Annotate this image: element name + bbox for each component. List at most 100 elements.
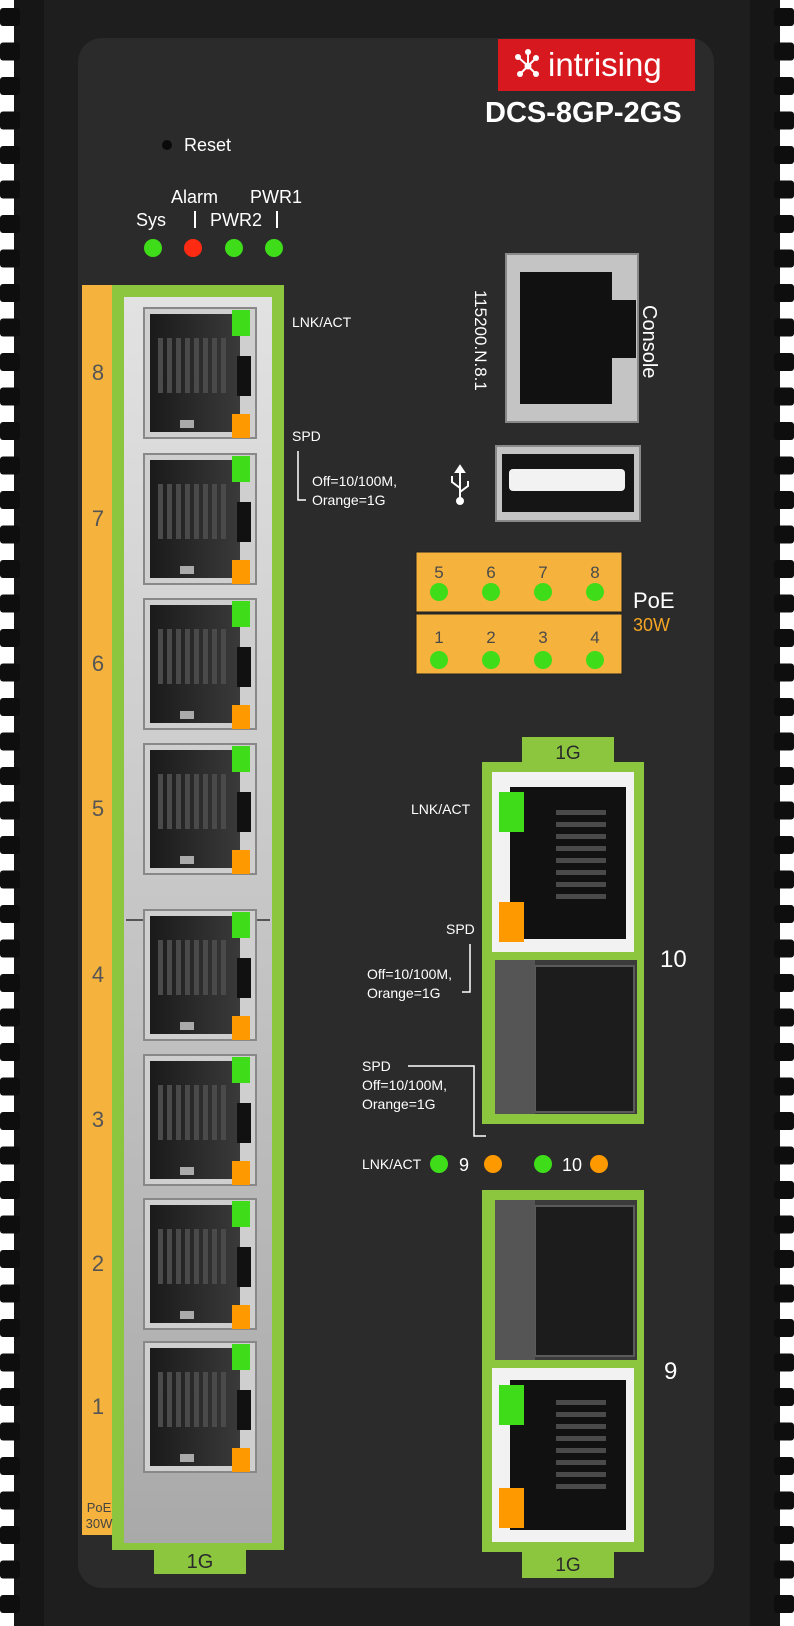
fin <box>774 698 794 716</box>
fin <box>0 1353 20 1372</box>
poe-port-number: 7 <box>538 563 547 582</box>
spd-led <box>232 560 250 584</box>
heatsink-fins-left <box>0 8 20 1613</box>
sys-led <box>144 239 162 257</box>
console-label: Console <box>638 305 660 378</box>
lnk-act-led <box>232 601 250 627</box>
fin <box>774 249 794 268</box>
fin <box>0 905 20 923</box>
lnk-act-led <box>232 1344 250 1370</box>
poe-strip <box>82 285 114 1535</box>
reset-button[interactable] <box>162 140 172 150</box>
rj45-spd-label: SPD <box>292 428 321 444</box>
combo10-speed: 1G <box>555 743 580 764</box>
fin <box>0 1043 20 1061</box>
fin <box>0 284 20 302</box>
spd-led <box>232 1016 250 1040</box>
fin <box>774 1353 794 1372</box>
poe-port-number: 3 <box>538 628 547 647</box>
port-number-7: 7 <box>92 506 104 531</box>
fin <box>0 42 20 61</box>
fin <box>774 905 794 923</box>
poe-led-6 <box>482 583 500 601</box>
fin <box>774 456 794 475</box>
fin <box>774 767 794 785</box>
port-number-4: 4 <box>92 962 104 987</box>
fin <box>774 663 794 682</box>
fin <box>0 1284 20 1303</box>
sfp10-spd-led <box>590 1155 608 1173</box>
combo9-number: 9 <box>664 1358 677 1385</box>
fin <box>774 974 794 992</box>
poe-led-3 <box>534 651 552 669</box>
rj45-lnk-act-label: LNK/ACT <box>292 314 352 330</box>
fin <box>774 353 794 371</box>
spd-led <box>232 1305 250 1329</box>
poe-led-4 <box>586 651 604 669</box>
poe-port-number: 2 <box>486 628 495 647</box>
fin <box>0 422 20 440</box>
fin <box>0 353 20 371</box>
fin <box>0 1526 20 1544</box>
fin <box>0 1112 20 1130</box>
fin <box>774 629 794 647</box>
alarm-led-label: Alarm <box>171 187 218 207</box>
fin <box>0 1388 20 1406</box>
combo10-spd-note-1: Off=10/100M, <box>367 966 452 982</box>
fin <box>0 801 20 820</box>
combo10-lnk-led <box>499 792 524 832</box>
heatsink-fins-right <box>774 8 794 1613</box>
console-baud: 115200.N.8.1 <box>471 290 490 391</box>
fin <box>0 594 20 613</box>
fin <box>774 111 794 130</box>
pwr2-led <box>225 239 243 257</box>
rj45-port-5[interactable] <box>143 743 257 875</box>
fin <box>774 836 794 854</box>
fin <box>0 491 20 509</box>
lnk-act-led <box>232 456 250 482</box>
fin <box>0 939 20 958</box>
poe-strip-budget: 30W <box>86 1516 113 1531</box>
fin <box>0 318 20 337</box>
fin <box>774 284 794 302</box>
fin <box>0 1146 20 1165</box>
spd-led <box>232 705 250 729</box>
alarm-led <box>184 239 202 257</box>
fin <box>774 387 794 406</box>
rj45-port-4[interactable] <box>143 909 257 1041</box>
fin <box>774 1595 794 1613</box>
fin <box>774 870 794 889</box>
logo-mark-icon <box>515 49 539 77</box>
combo9-speed: 1G <box>555 1555 580 1576</box>
poe-panel-top <box>415 551 623 613</box>
spd-led <box>232 1448 250 1472</box>
fin <box>774 42 794 61</box>
rj45-port-7[interactable] <box>143 453 257 585</box>
fin <box>774 1146 794 1165</box>
fin <box>774 525 794 544</box>
fin <box>0 1250 20 1268</box>
fin <box>0 663 20 682</box>
fin <box>0 1077 20 1096</box>
rj45-port-1[interactable] <box>143 1341 257 1473</box>
fin <box>0 767 20 785</box>
fin <box>0 560 20 578</box>
rj45-port-6[interactable] <box>143 598 257 730</box>
spd-led <box>232 850 250 874</box>
lnk-act-led <box>232 912 250 938</box>
pwr1-led-label: PWR1 <box>250 187 302 207</box>
lnk-act-led <box>232 1057 250 1083</box>
fin <box>0 180 20 199</box>
rj45-port-3[interactable] <box>143 1054 257 1186</box>
poe-led-8 <box>586 583 604 601</box>
rj45-port-2[interactable] <box>143 1198 257 1330</box>
fin <box>0 1595 20 1613</box>
fin <box>0 1181 20 1199</box>
poe-port-number: 1 <box>434 628 443 647</box>
combo9-lnk-led <box>499 1385 524 1425</box>
combo10-spd-note-2: Orange=1G <box>367 985 441 1001</box>
fin <box>0 525 20 544</box>
rj45-port-8[interactable] <box>143 307 257 439</box>
poe-strip-label: PoE <box>87 1500 112 1515</box>
poe-port-number: 8 <box>590 563 599 582</box>
